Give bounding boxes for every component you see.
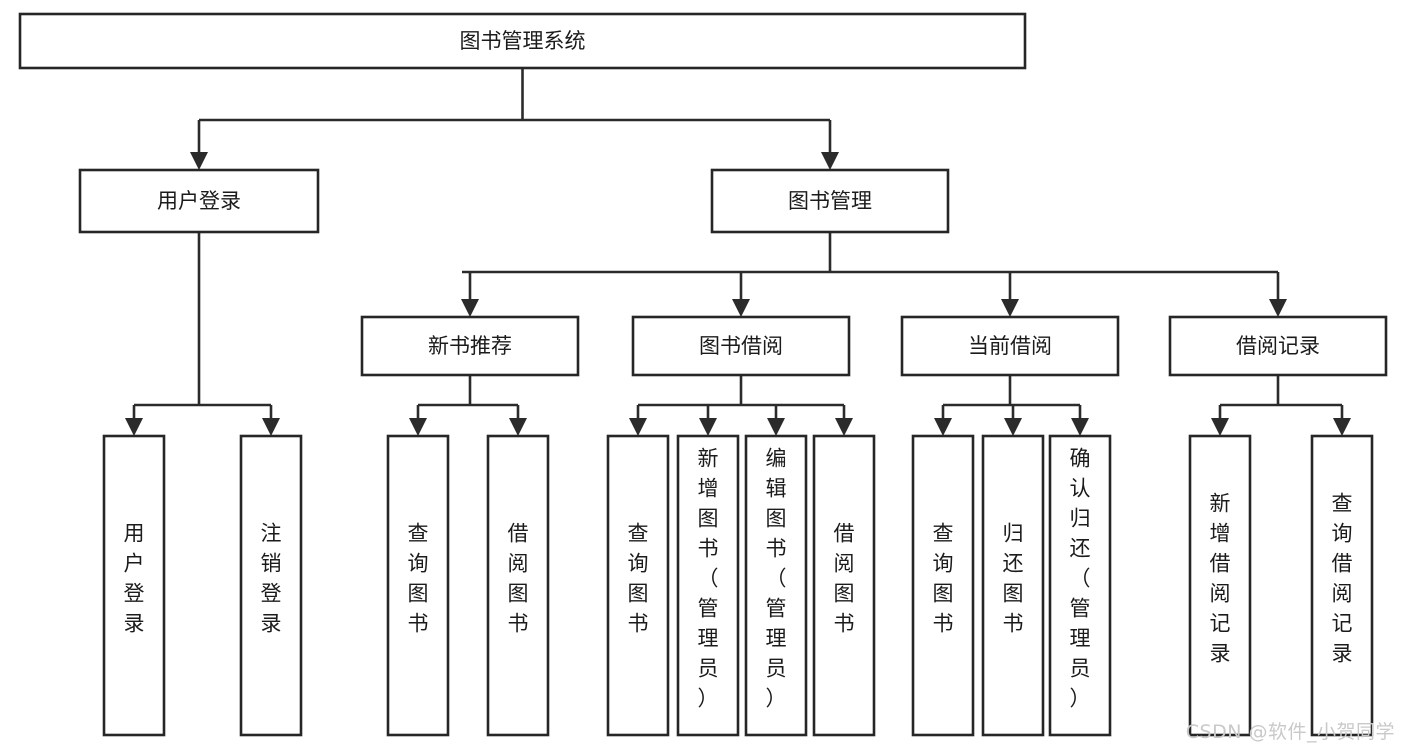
node-box-leaf-query-book-bb: [606, 434, 670, 737]
node-label-user-login: 用户登录: [157, 189, 241, 213]
node-book-manage[interactable]: 图书管理: [710, 168, 950, 234]
node-leaf-borrow-book-rec[interactable]: 借阅图书: [486, 434, 550, 737]
csdn-watermark: CSDN @软件_小贺同学: [1185, 721, 1395, 743]
node-box-leaf-query-book-rec: [386, 434, 450, 737]
node-leaf-add-book-admin[interactable]: 新增图书（管理员）: [676, 434, 740, 737]
node-leaf-return-book[interactable]: 归还图书: [981, 434, 1045, 737]
node-box-book-borrow: [631, 315, 851, 377]
node-box-current-borrow: [900, 315, 1120, 377]
node-box-leaf-borrow-book-bb: [812, 434, 876, 737]
node-box-book-manage: [710, 168, 950, 234]
node-label-borrow-record: 借阅记录: [1236, 334, 1320, 358]
node-leaf-logout[interactable]: 注销登录: [239, 434, 303, 737]
node-box-leaf-query-borrow-record: [1310, 434, 1374, 737]
node-user-login[interactable]: 用户登录: [78, 168, 320, 234]
connectors-layer: [125, 68, 1351, 436]
node-new-book-recommend[interactable]: 新书推荐: [360, 315, 580, 377]
node-box-leaf-return-book: [981, 434, 1045, 737]
node-box-leaf-borrow-book-rec: [486, 434, 550, 737]
node-leaf-edit-book-admin[interactable]: 编辑图书（管理员）: [744, 434, 808, 737]
node-label-current-borrow: 当前借阅: [968, 334, 1052, 358]
node-label-leaf-query-book-cb: 查询图书: [933, 522, 954, 636]
node-box-leaf-edit-book-admin: [744, 434, 808, 737]
node-label-leaf-logout: 注销登录: [261, 522, 282, 636]
node-box-leaf-query-book-cb: [911, 434, 975, 737]
node-label-root: 图书管理系统: [460, 29, 586, 53]
node-label-leaf-confirm-return-admin: 确认归还（管理员）: [1070, 447, 1091, 711]
node-label-leaf-add-borrow-record: 新增借阅记录: [1210, 492, 1231, 666]
node-label-leaf-edit-book-admin: 编辑图书（管理员）: [766, 447, 787, 711]
node-leaf-query-book-rec[interactable]: 查询图书: [386, 434, 450, 737]
node-label-leaf-borrow-book-rec: 借阅图书: [508, 522, 529, 636]
node-box-leaf-add-book-admin: [676, 434, 740, 737]
node-box-borrow-record: [1168, 315, 1388, 377]
node-book-borrow[interactable]: 图书借阅: [631, 315, 851, 377]
node-box-new-book-recommend: [360, 315, 580, 377]
node-box-leaf-confirm-return-admin: [1048, 434, 1112, 737]
node-box-leaf-logout: [239, 434, 303, 737]
node-box-user-login: [78, 168, 320, 234]
node-box-root: [18, 12, 1027, 70]
node-root[interactable]: 图书管理系统: [18, 12, 1027, 70]
node-leaf-add-borrow-record[interactable]: 新增借阅记录: [1188, 434, 1252, 737]
node-box-leaf-user-login: [102, 434, 166, 737]
node-label-leaf-query-borrow-record: 查询借阅记录: [1332, 492, 1353, 666]
node-leaf-borrow-book-bb[interactable]: 借阅图书: [812, 434, 876, 737]
node-leaf-query-book-bb[interactable]: 查询图书: [606, 434, 670, 737]
node-label-leaf-query-book-rec: 查询图书: [408, 522, 429, 636]
node-label-leaf-return-book: 归还图书: [1003, 522, 1024, 636]
node-leaf-confirm-return-admin[interactable]: 确认归还（管理员）: [1048, 434, 1112, 737]
node-label-leaf-add-book-admin: 新增图书（管理员）: [698, 447, 719, 711]
node-box-leaf-add-borrow-record: [1188, 434, 1252, 737]
node-label-new-book-recommend: 新书推荐: [428, 334, 512, 358]
node-label-leaf-borrow-book-bb: 借阅图书: [834, 522, 855, 636]
node-leaf-query-borrow-record[interactable]: 查询借阅记录: [1310, 434, 1374, 737]
node-leaf-user-login[interactable]: 用户登录: [102, 434, 166, 737]
node-label-leaf-query-book-bb: 查询图书: [628, 522, 649, 636]
node-label-book-borrow: 图书借阅: [699, 334, 783, 358]
node-label-book-manage: 图书管理: [788, 189, 872, 213]
nodes-layer: 图书管理系统用户登录图书管理新书推荐图书借阅当前借阅借阅记录用户登录注销登录查询…: [18, 12, 1388, 737]
node-borrow-record[interactable]: 借阅记录: [1168, 315, 1388, 377]
node-leaf-query-book-cb[interactable]: 查询图书: [911, 434, 975, 737]
node-label-leaf-user-login: 用户登录: [124, 522, 145, 636]
node-current-borrow[interactable]: 当前借阅: [900, 315, 1120, 377]
